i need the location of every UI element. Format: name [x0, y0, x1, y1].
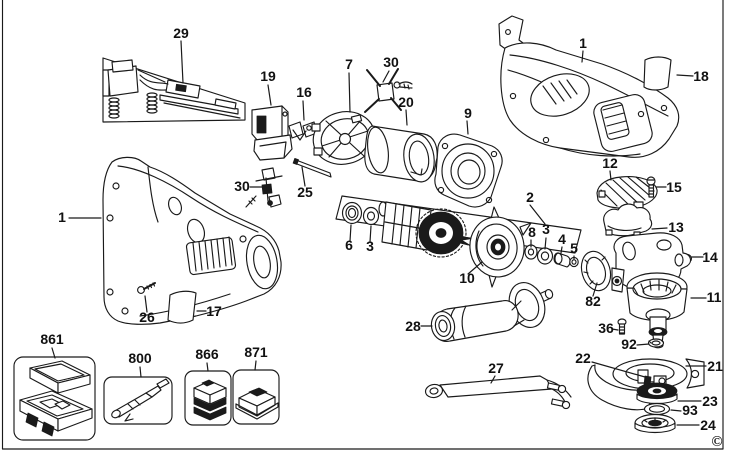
part-left-housing: [102, 156, 282, 325]
part-cover: [596, 176, 658, 209]
callout-28: 28: [405, 318, 421, 334]
callout-3-left: 3: [366, 238, 374, 254]
callout-4: 4: [558, 231, 566, 247]
coil-springs: [108, 92, 158, 119]
leader-lines: [51, 40, 707, 426]
wrench-pins: [546, 382, 571, 410]
callout-21: 21: [707, 358, 723, 374]
callout-26: 26: [139, 309, 155, 325]
callout-20: 20: [398, 94, 414, 110]
callout-5: 5: [570, 240, 578, 256]
callout-9: 9: [464, 105, 472, 121]
part-brush-left: [245, 167, 283, 208]
callout-13: 13: [668, 219, 684, 235]
callout-17: 17: [206, 303, 222, 319]
callout-6: 6: [345, 237, 353, 253]
callout-861: 861: [40, 331, 64, 347]
part-inner-flange: [636, 382, 678, 405]
battery-tube: [593, 93, 653, 153]
part-washer-93: [643, 402, 671, 416]
copyright-symbol: ©: [711, 434, 722, 450]
callout-18: 18: [693, 68, 709, 84]
part-side-handle: [430, 282, 554, 342]
callout-11: 11: [707, 289, 722, 305]
part-fan-baffle: [460, 206, 532, 288]
callout-3-right: 3: [542, 221, 550, 237]
part-bearing-3b: [536, 247, 554, 265]
part-armature: [378, 201, 477, 258]
callout-19: 19: [260, 68, 276, 84]
part-right-housing: [498, 15, 680, 158]
callout-871: 871: [244, 344, 268, 360]
part-brush-top: [364, 68, 413, 113]
callout-27: 27: [488, 360, 504, 376]
callout-7: 7: [345, 56, 353, 72]
callout-14: 14: [702, 249, 718, 265]
part-gasket: [603, 203, 653, 238]
part-wrench: [424, 375, 572, 410]
callout-23: 23: [702, 393, 718, 409]
accessory-battery-871: [232, 369, 280, 425]
accessory-kitbox: [13, 356, 96, 441]
callout-30-left: 30: [234, 178, 250, 194]
callout-82: 82: [585, 293, 601, 309]
callout-93: 93: [682, 402, 698, 418]
part-ring-92: [647, 338, 665, 348]
callout-29: 29: [173, 25, 189, 41]
callout-1-right: 1: [579, 35, 587, 51]
part-screw-36: [617, 318, 627, 335]
callout-labels: 29 19 16 7 30 20 9 1 18 25 30 12 15 13 2…: [40, 25, 723, 433]
part-switch: [251, 105, 293, 161]
accessory-charger: [103, 376, 173, 425]
part-electronics-module: [102, 57, 246, 123]
callout-16: 16: [296, 84, 312, 100]
callout-1-left: 1: [58, 209, 66, 225]
part-spacer-4: [553, 252, 571, 268]
part-label-17: [167, 290, 197, 324]
callout-25: 25: [297, 184, 313, 200]
part-bearing-6: [341, 201, 363, 225]
callout-10: 10: [459, 270, 475, 286]
callout-12: 12: [602, 155, 618, 171]
callout-800: 800: [128, 350, 152, 366]
part-o-ring-82: [580, 250, 612, 292]
part-bearing-housing: [434, 133, 503, 208]
callout-92: 92: [621, 336, 637, 352]
part-washer-3a: [362, 206, 380, 226]
callout-30-top: 30: [383, 54, 399, 70]
callout-2: 2: [526, 189, 534, 205]
part-label-18: [643, 56, 672, 91]
callout-866: 866: [195, 346, 219, 362]
part-outer-flange: [634, 413, 676, 434]
part-screw-26: [137, 282, 156, 294]
part-field: [364, 125, 438, 183]
callout-36: 36: [598, 320, 614, 336]
callout-22: 22: [575, 350, 591, 366]
part-screw-15: [646, 176, 656, 198]
callout-15: 15: [666, 179, 682, 195]
part-pin-25: [292, 158, 332, 178]
accessory-battery-866: [184, 370, 232, 426]
callout-8: 8: [528, 224, 536, 240]
knurled-grip: [185, 236, 237, 276]
callout-24: 24: [700, 417, 716, 433]
